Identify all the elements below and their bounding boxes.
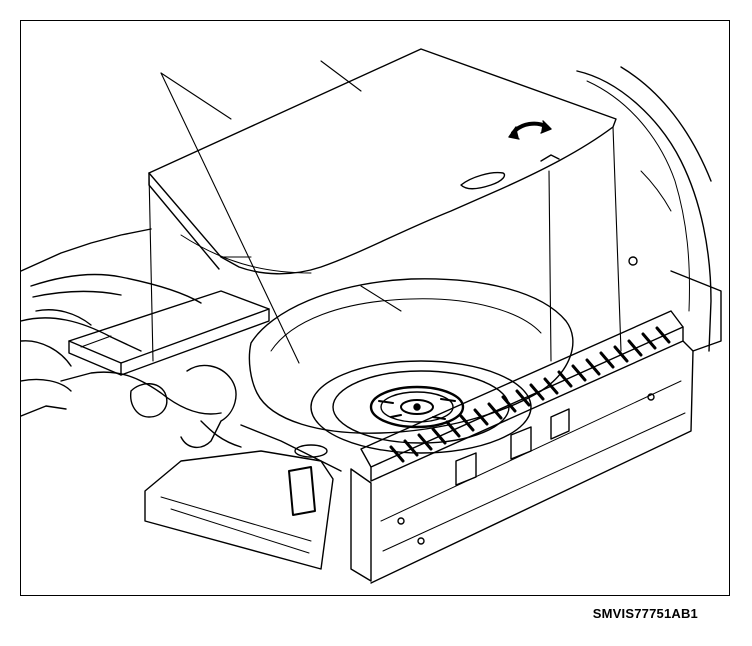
left-frame-rail [60, 364, 342, 472]
rear-floor-area [21, 228, 202, 417]
trunk-floor-board [148, 48, 617, 275]
spare-tire [310, 360, 532, 454]
left-lower-body [144, 444, 334, 570]
projection-lines [148, 60, 622, 364]
left-floor-panel [68, 290, 270, 376]
rear-body-panel [350, 340, 694, 584]
rear-sill-plate [360, 310, 684, 482]
trunk-floor-panel-illustration [21, 48, 722, 584]
rotate-arrow-icon [508, 120, 552, 140]
right-quarter-panel [576, 66, 722, 352]
spare-tire-well [248, 278, 574, 434]
figure-frame [20, 20, 730, 596]
figure-code: SMVIS77751AB1 [592, 606, 698, 621]
